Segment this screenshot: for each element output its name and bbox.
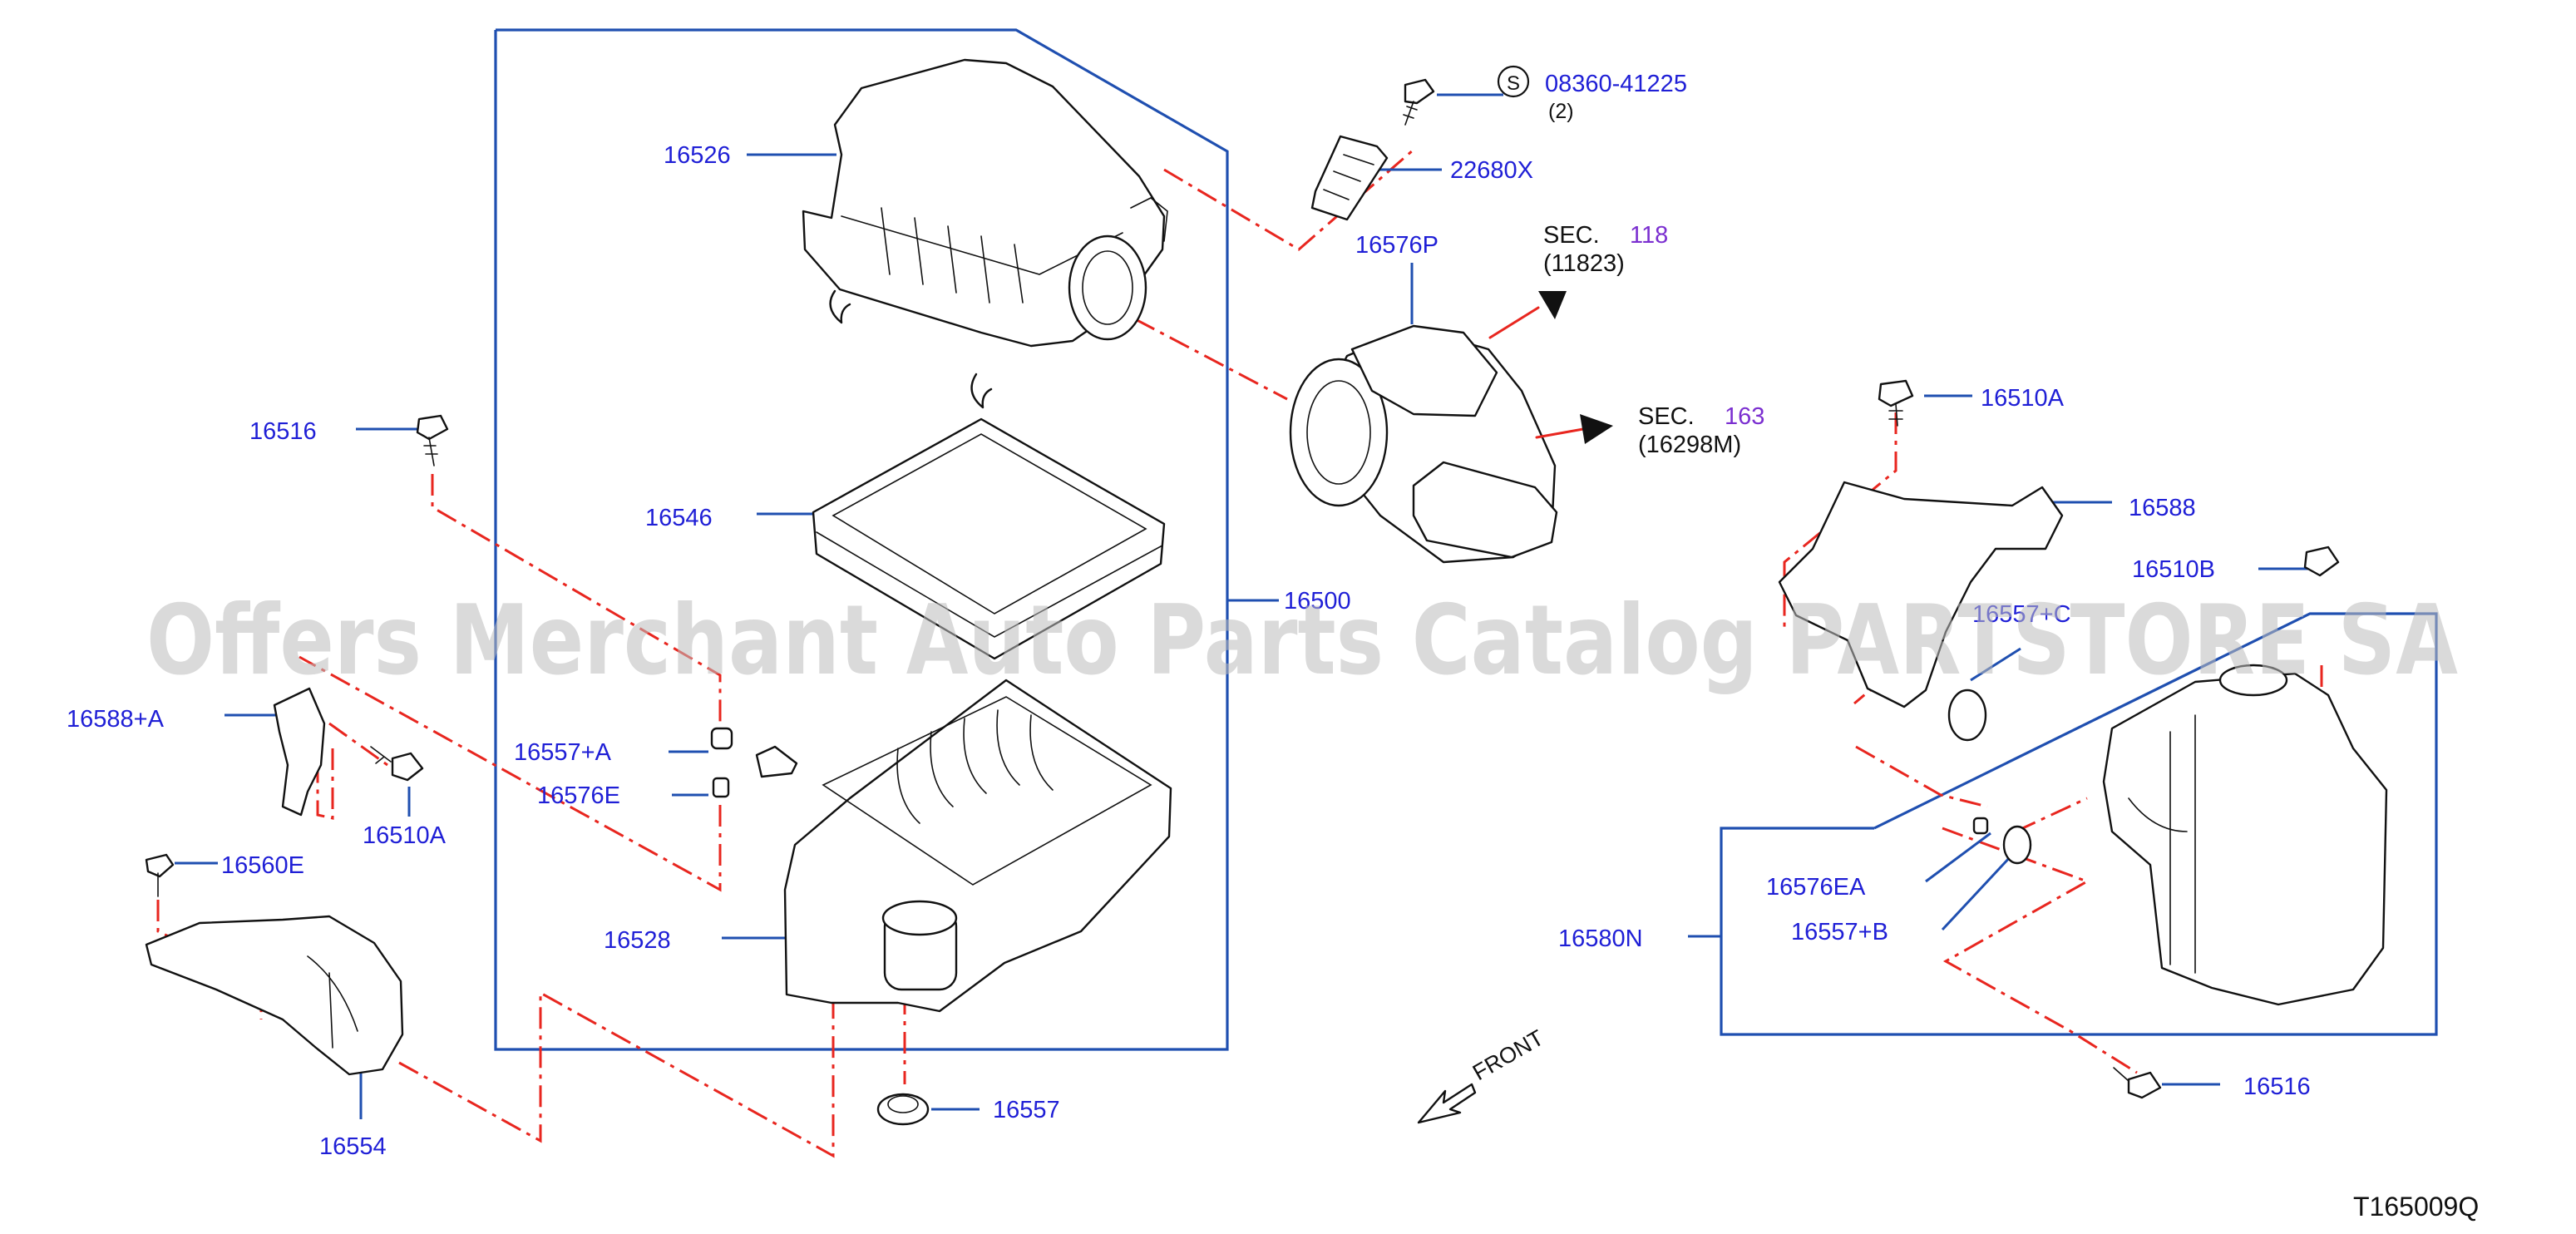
collar-16576E[interactable] — [712, 777, 730, 798]
callout-16528[interactable]: 16528 — [604, 927, 671, 954]
callout-16510B[interactable]: 16510B — [2132, 556, 2215, 583]
collar-16576EA[interactable] — [1972, 817, 1989, 835]
callout-16557+A[interactable]: 16557+A — [514, 739, 612, 766]
grommet-16557[interactable] — [876, 1093, 930, 1126]
callout-16516-right[interactable]: 16516 — [2243, 1074, 2311, 1100]
callout-16576P[interactable]: 16576P — [1355, 232, 1439, 259]
callout-16557+B[interactable]: 16557+B — [1791, 919, 1888, 945]
air-duct-16554[interactable] — [145, 915, 404, 1076]
standard-part-circle-letter: S — [1507, 72, 1520, 95]
resonator-16580N[interactable] — [2102, 664, 2388, 1006]
upper-air-cleaner-cover[interactable] — [802, 58, 1168, 348]
arrow-icon-sec-118 — [1488, 291, 1567, 339]
sec-118-prefix: SEC. — [1543, 222, 1600, 249]
diagram-id: T165009Q — [2353, 1192, 2479, 1222]
callout-16546[interactable]: 16546 — [645, 505, 713, 531]
bracket-16588+A[interactable] — [273, 687, 326, 817]
sec-163-number[interactable]: 163 — [1725, 403, 1764, 430]
standard-part-symbol — [1497, 65, 1530, 98]
callout-16510A-right[interactable]: 16510A — [1981, 385, 2065, 412]
lower-air-cleaner-case[interactable] — [755, 679, 1172, 1013]
clip-16560E[interactable] — [145, 853, 175, 897]
leader-lines — [175, 93, 2312, 1119]
callout-16526[interactable]: 16526 — [664, 142, 731, 169]
callout-16510A-left[interactable]: 16510A — [363, 822, 447, 849]
front-arrow-icon — [1417, 1083, 1477, 1124]
air-duct-assembly[interactable] — [1289, 324, 1558, 564]
callout-16580N[interactable]: 16580N — [1558, 926, 1643, 952]
bolt-16510A-left[interactable] — [370, 746, 424, 782]
front-label: FRONT — [1468, 1025, 1548, 1085]
callout-16588[interactable]: 16588 — [2129, 495, 2196, 521]
standard-part-number[interactable]: 08360-41225 — [1545, 71, 1687, 97]
bolt-16516-left[interactable] — [416, 414, 449, 466]
callout-16557+C[interactable]: 16557+C — [1972, 601, 2071, 628]
arrow-icon-sec-163 — [1535, 414, 1613, 444]
watermark-text: Offers Merchant Auto Parts Catalog PARTS… — [146, 585, 2458, 697]
cover-clip[interactable] — [829, 289, 993, 409]
mass-air-flow-sensor[interactable] — [1310, 135, 1389, 221]
sec-163-sub: (16298M) — [1638, 432, 1741, 458]
callout-16576EA[interactable]: 16576EA — [1766, 874, 1866, 901]
callout-16576E[interactable]: 16576E — [537, 782, 620, 809]
grommet-16557+B[interactable] — [2002, 825, 2032, 865]
nut-16510B[interactable] — [2303, 545, 2340, 577]
sec-163-prefix: SEC. — [1638, 403, 1695, 430]
bolt-16516-right[interactable] — [2113, 1067, 2162, 1099]
callout-16557[interactable]: 16557 — [993, 1097, 1060, 1123]
bolt-08360-41225[interactable] — [1403, 78, 1435, 126]
callout-22680X[interactable]: 22680X — [1450, 157, 1533, 184]
grommet-16557+C[interactable] — [1947, 689, 1987, 742]
callout-16500[interactable]: 16500 — [1284, 588, 1351, 615]
standard-part-qty: (2) — [1548, 100, 1574, 123]
bolt-16510A-right[interactable] — [1878, 379, 1914, 427]
sec-118-number[interactable]: 118 — [1630, 222, 1668, 249]
bracket-16588[interactable] — [1778, 481, 2064, 708]
air-filter-element[interactable] — [812, 417, 1166, 660]
callout-16554[interactable]: 16554 — [319, 1133, 387, 1160]
callout-16560E[interactable]: 16560E — [221, 852, 304, 879]
grommet-16557+A[interactable] — [710, 727, 733, 750]
assembly-frame-16580N — [1720, 612, 2438, 1036]
callout-16516-left[interactable]: 16516 — [249, 418, 317, 445]
callout-16588+A[interactable]: 16588+A — [67, 706, 165, 733]
sec-118-sub: (11823) — [1543, 250, 1625, 277]
